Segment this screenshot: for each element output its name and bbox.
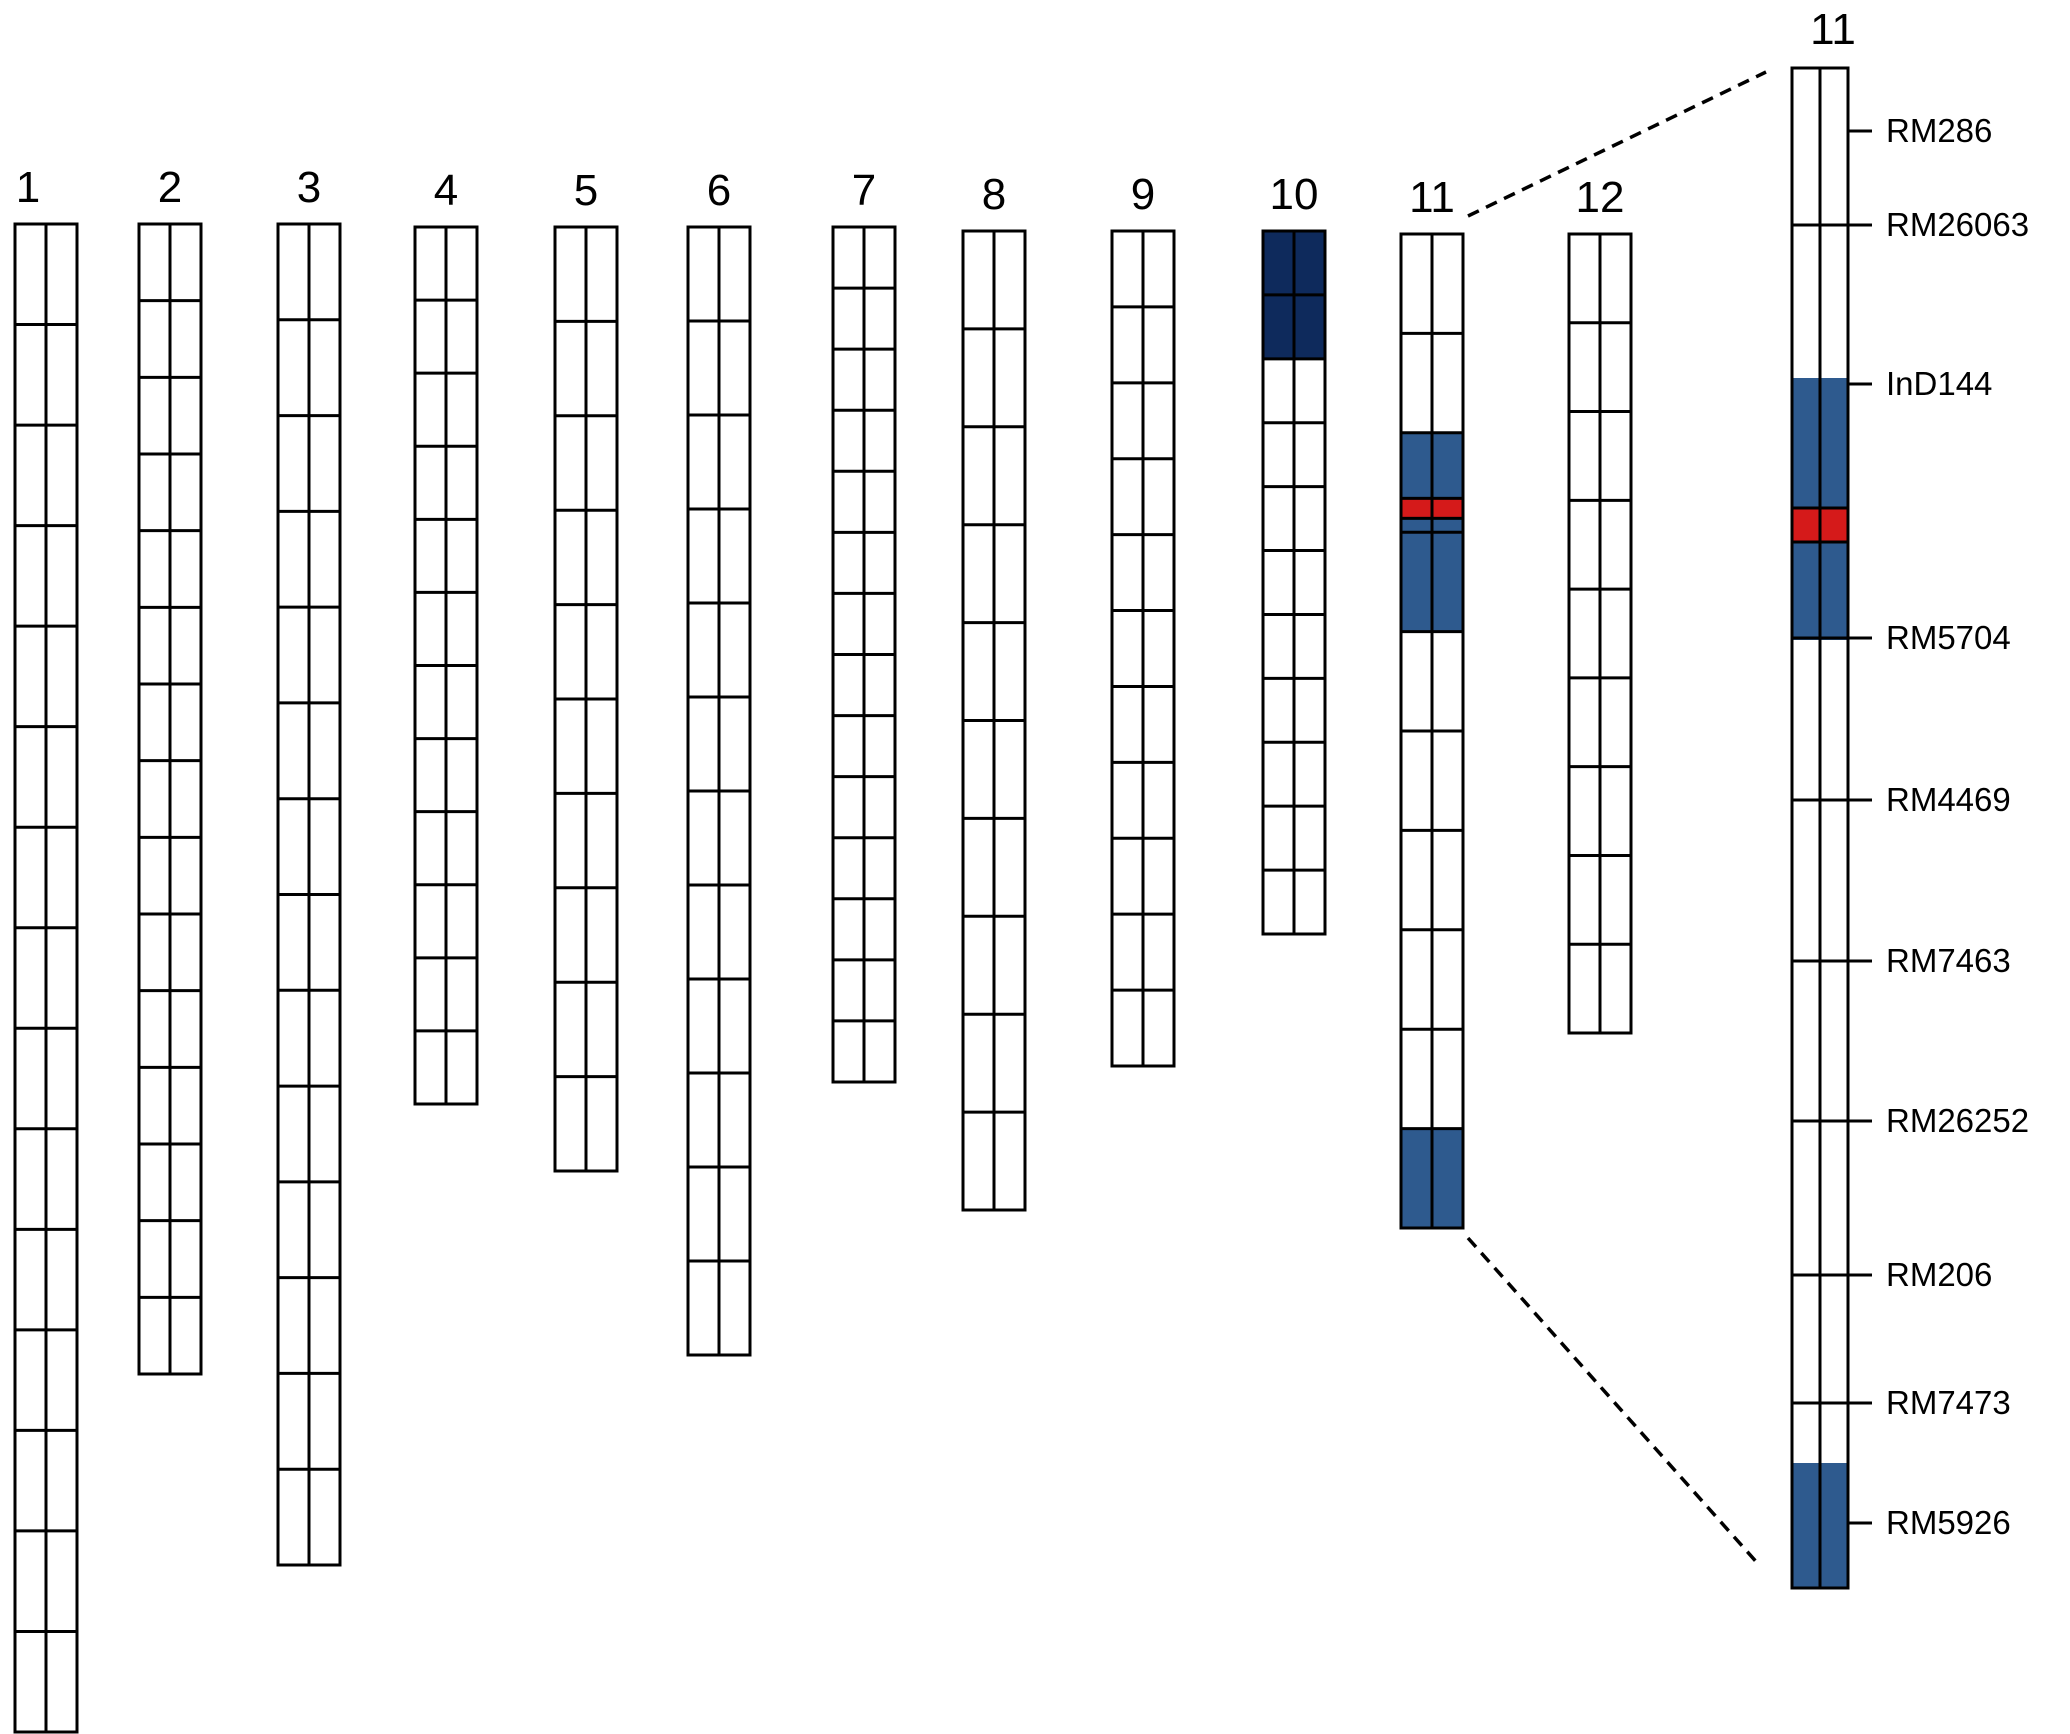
chromosome-label: 3: [297, 163, 321, 212]
chromosome-8: 8: [961, 170, 1027, 1212]
marker-label: RM7463: [1886, 942, 2011, 979]
chromosome-11-detail: 11RM286RM26063InD144RM5704RM4469RM7463RM…: [1790, 5, 2029, 1590]
chromosome-label: 8: [982, 170, 1006, 219]
chromosome-label: 10: [1270, 170, 1319, 219]
marker-label: RM26252: [1886, 1102, 2029, 1139]
marker-label: RM286: [1886, 112, 1992, 149]
zoom-connector: [1466, 70, 1767, 1568]
chromosome-label: 2: [158, 163, 182, 212]
chromosome-label: 5: [574, 166, 598, 215]
chromosome-label: 9: [1131, 170, 1155, 219]
marker-label: RM5704: [1886, 619, 2011, 656]
chromosome-label: 4: [434, 166, 458, 215]
chromosome-1: 1: [13, 163, 79, 1734]
chromosome-11: 11: [1399, 173, 1465, 1230]
chromosome-12: 12: [1567, 173, 1633, 1035]
chromosome-label: 11: [1409, 173, 1455, 222]
zoom-line-top: [1467, 70, 1767, 218]
chromosome-label: 6: [707, 166, 731, 215]
chromosome-label: 1: [16, 163, 40, 212]
marker-label: RM5926: [1886, 1504, 2011, 1541]
chromosome-10: 10: [1261, 170, 1327, 936]
marker-label: RM206: [1886, 1256, 1992, 1293]
chromosome-7: 7: [831, 166, 897, 1084]
chromosome-label: 12: [1576, 173, 1625, 222]
detail-chromosome-label: 11: [1810, 5, 1856, 54]
chromosome-6: 6: [686, 166, 752, 1357]
chromosome-9: 9: [1110, 170, 1176, 1068]
zoom-line-bottom: [1466, 1236, 1762, 1568]
marker-label: RM4469: [1886, 781, 2011, 818]
marker-label: InD144: [1886, 365, 1992, 402]
chromosome-5: 5: [553, 166, 619, 1173]
chromosome-label: 7: [852, 166, 876, 215]
chromosome-4: 4: [413, 166, 479, 1106]
marker-label: RM26063: [1886, 206, 2029, 243]
marker-label: RM7473: [1886, 1384, 2011, 1421]
chromosome-3: 3: [276, 163, 342, 1567]
chromosome-2: 2: [137, 163, 203, 1376]
